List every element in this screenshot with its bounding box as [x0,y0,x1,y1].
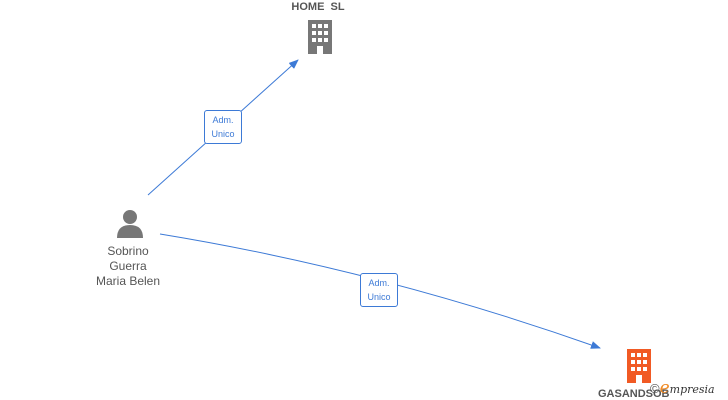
person-name-line: Guerra [109,259,147,273]
role-badge-gasandsob: Adm. Unico [360,273,398,307]
role-line: Unico [367,292,391,302]
company-label-gasandsob[interactable]: GASANDSOB [598,388,670,400]
role-line: Adm. [212,115,234,125]
copyright-symbol: © [650,381,660,396]
role-line: Unico [211,129,235,139]
person-name[interactable]: Sobrino Guerra Maria Belen [78,244,178,289]
watermark: ©empresia [650,378,715,398]
role-badge-home-sl: Adm. Unico [204,110,242,144]
brand-initial: e [659,378,670,398]
building-icon[interactable] [306,20,334,54]
company-label-home-sl[interactable]: HOME SL [291,1,345,13]
role-line: Adm. [368,278,390,288]
brand-name: mpresia [669,383,715,396]
person-name-line: Sobrino [107,244,149,258]
person-icon[interactable] [116,208,144,238]
person-name-line: Maria Belen [95,274,161,288]
building-icon[interactable] [625,349,653,383]
